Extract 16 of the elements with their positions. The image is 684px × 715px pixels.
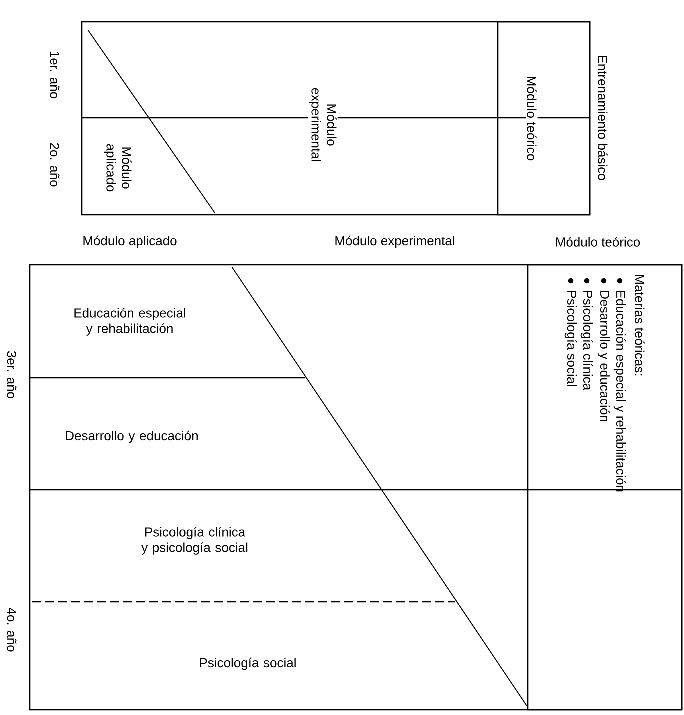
region-label: Módulo experimental	[308, 84, 338, 166]
cell-label: Educación especial y rehabilitación	[74, 308, 186, 336]
cell-label: Desarrollo y educación	[66, 430, 198, 444]
column-box: Módulo teórico	[497, 21, 591, 216]
node-label: Entrenamiento básico	[598, 56, 608, 180]
list-panel: Materias teóricas: Educación especial y rehabilitación Desarrollo y educación Psicología clínica Psicología social	[527, 264, 683, 711]
cell-label: Psicología clínica y psicología social	[142, 527, 248, 555]
region-label: Módulo aplicado	[103, 132, 133, 204]
year-label: 2o. año	[50, 143, 60, 187]
column-header: Módulo experimental	[336, 236, 454, 248]
year-label: 1er. año	[50, 52, 60, 99]
year-label: 4o. año	[7, 608, 17, 652]
column-header: Módulo teórico	[556, 237, 640, 247]
column-header: Módulo aplicado	[84, 236, 177, 248]
cell-label: Psicología social	[200, 658, 296, 670]
year-label: 3er. año	[7, 351, 17, 399]
